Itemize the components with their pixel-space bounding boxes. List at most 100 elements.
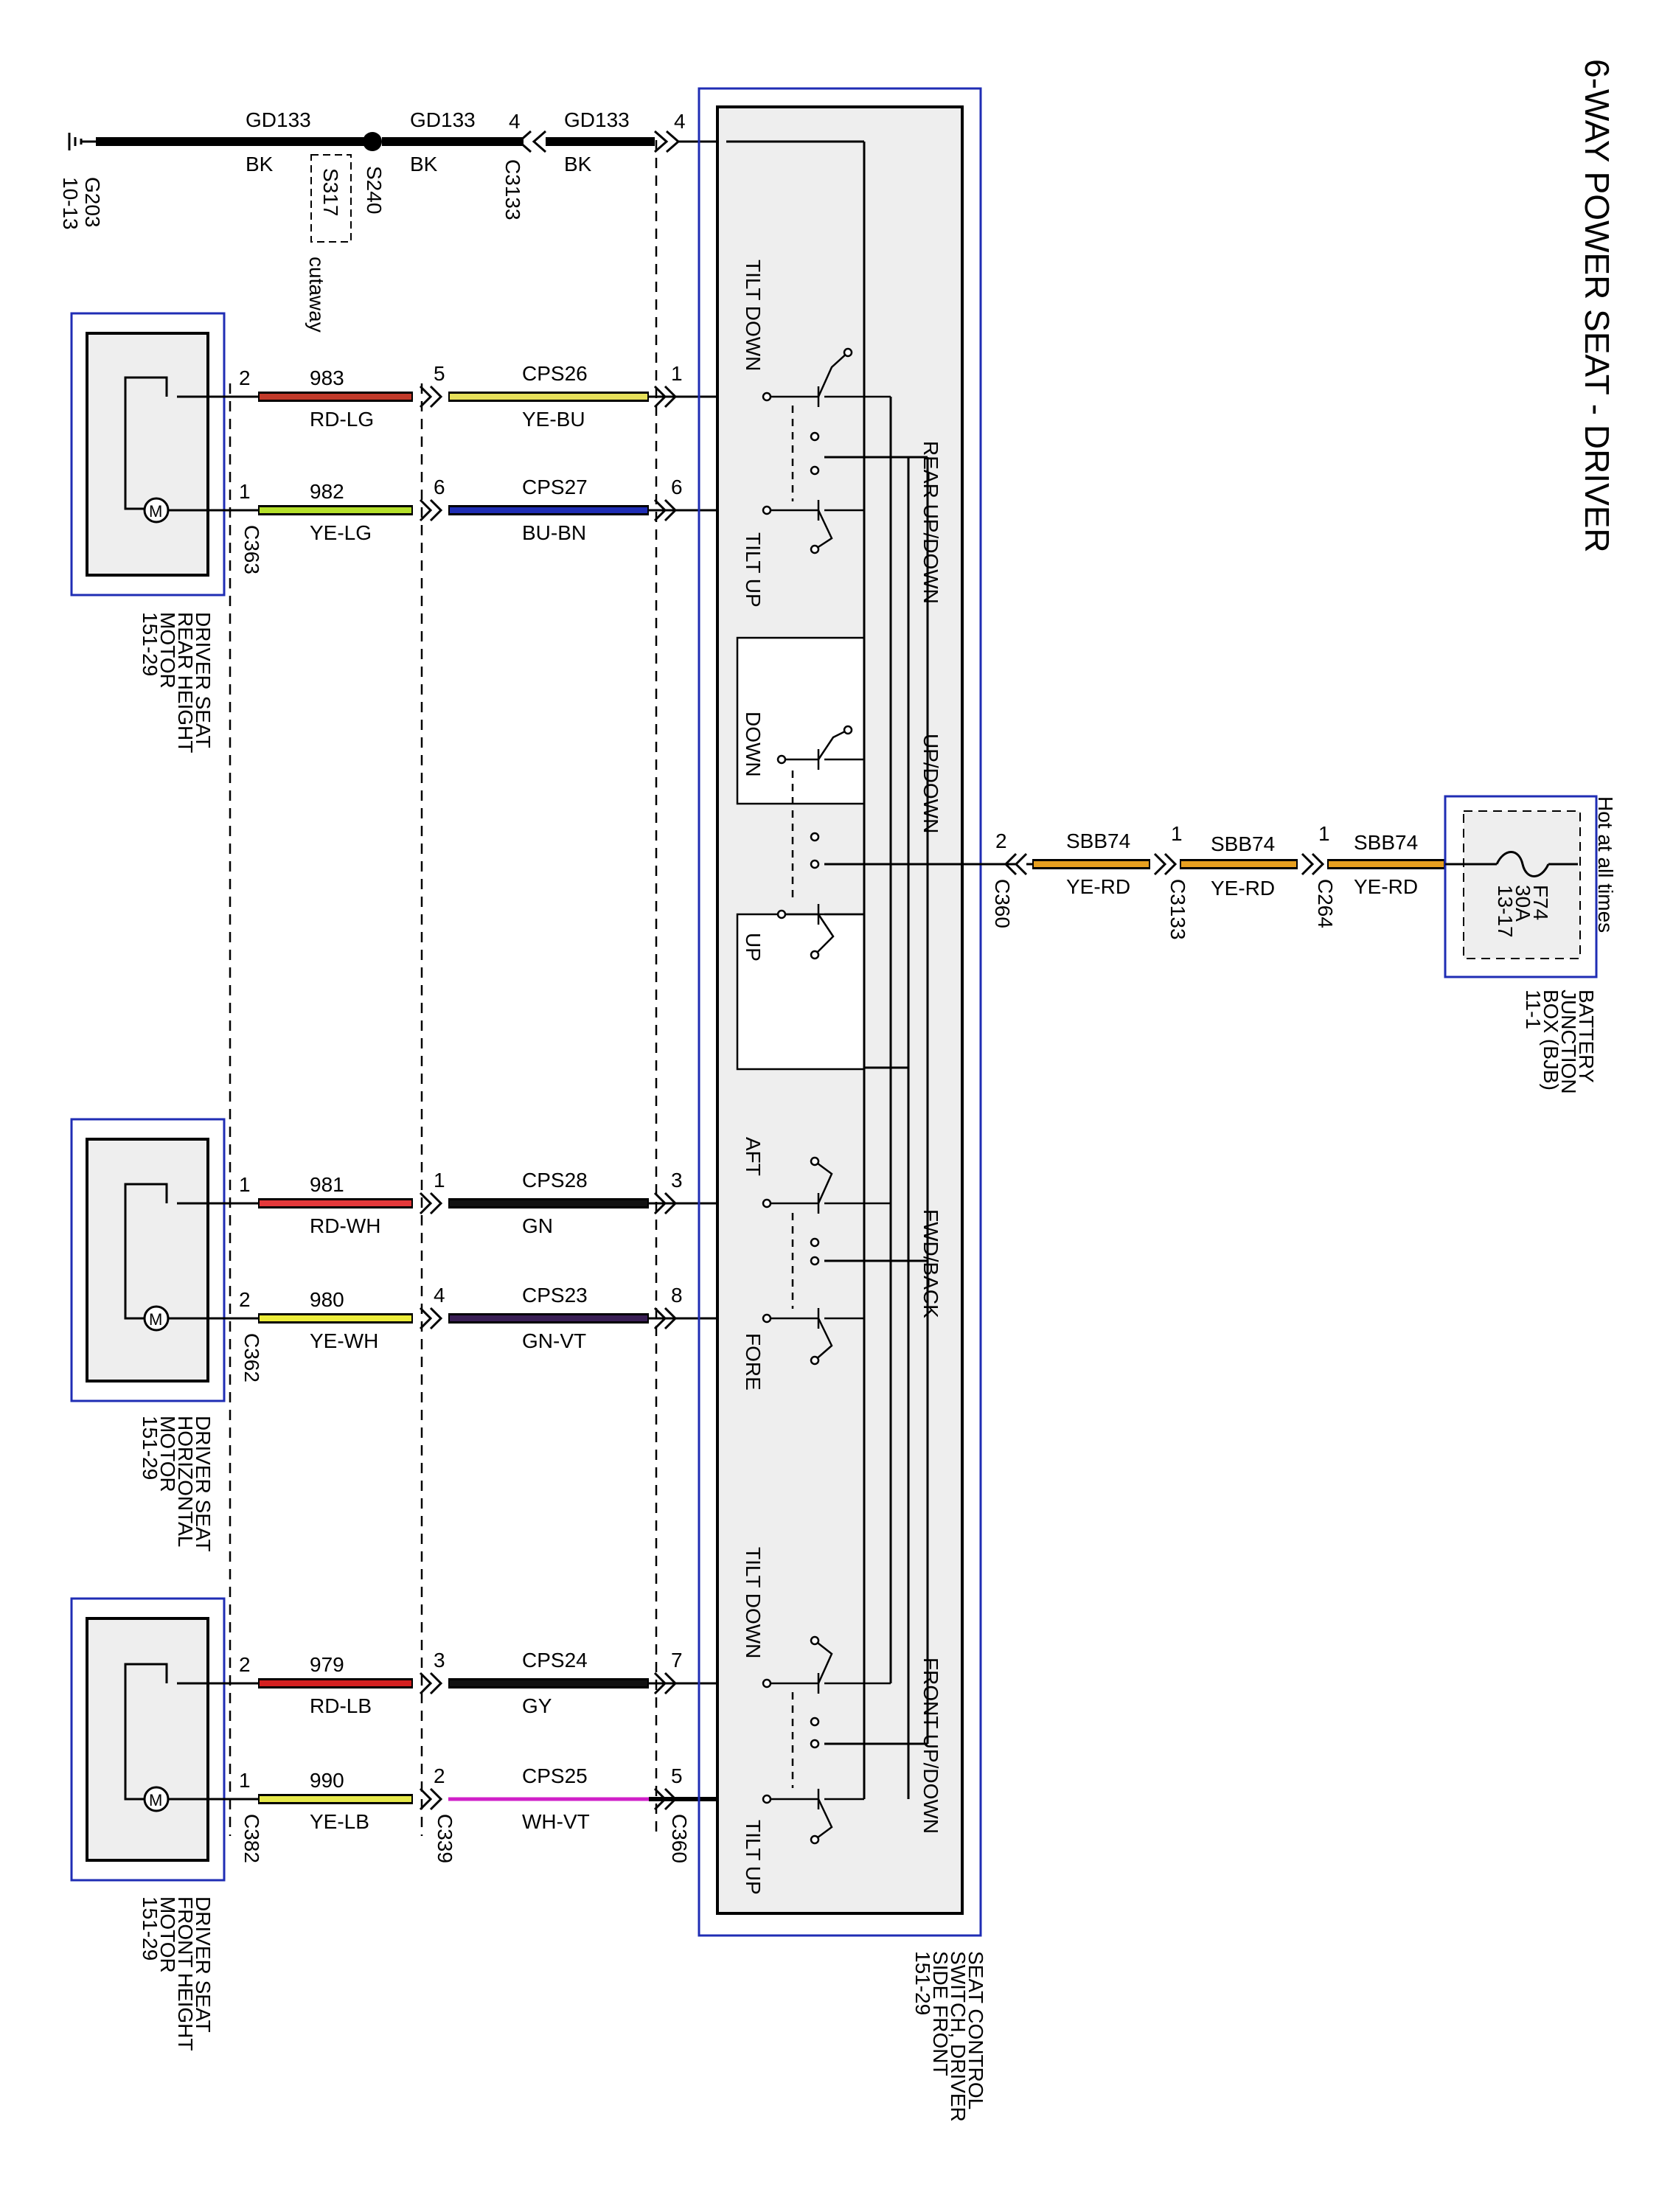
switch-name-3: SIDE FRONT bbox=[929, 1951, 952, 2076]
wire-row: 2 980 YE-WH 4 CPS23 GN-VT 8 bbox=[230, 1284, 748, 1352]
splice-dot bbox=[363, 132, 382, 151]
wire-row: 2 983 RD-LG 5 CPS26 YE-BU 1 bbox=[230, 362, 748, 431]
motor2-line3: MOTOR bbox=[156, 1416, 179, 1492]
motor-horizontal: M DRIVER SEAT HORIZONTAL MOTOR 151-29 C3… bbox=[70, 1118, 263, 1552]
motor1-name: DRIVER SEAT bbox=[192, 612, 215, 748]
gw2-color: BK bbox=[410, 153, 438, 175]
c3133-ground-name: C3133 bbox=[501, 159, 524, 220]
wire-col2: GN bbox=[522, 1214, 553, 1237]
hot-label: Hot at all times bbox=[1594, 796, 1617, 933]
bjb-line3: BOX (BJB) bbox=[1540, 990, 1562, 1091]
bjb-line2: JUNCTION bbox=[1557, 990, 1580, 1094]
switch-label-up: UP bbox=[742, 933, 765, 961]
pw3-circuit: SBB74 bbox=[1354, 831, 1418, 854]
pw2-color: YE-RD bbox=[1211, 877, 1275, 900]
wire-circ2: CPS25 bbox=[522, 1764, 588, 1787]
pw3-color: YE-RD bbox=[1354, 875, 1418, 898]
motor1-line3: MOTOR bbox=[156, 612, 179, 689]
gw1-color: BK bbox=[246, 153, 274, 175]
wire-spin: 3 bbox=[671, 1169, 683, 1192]
switch-group-fwd: FWD/BACK bbox=[919, 1209, 942, 1318]
wire-col2: WH-VT bbox=[522, 1810, 590, 1833]
s240-label: S240 bbox=[363, 166, 386, 214]
switch-group-updown: UP/DOWN bbox=[919, 734, 942, 833]
switch-ground-connector bbox=[654, 130, 681, 153]
wire-circ2: CPS26 bbox=[522, 362, 588, 385]
fuse-name: F74 bbox=[1529, 885, 1552, 920]
wire-mpin: 2 bbox=[239, 1653, 251, 1676]
pw1-connector: C360 bbox=[991, 879, 1014, 928]
s317-label: S317 bbox=[319, 168, 342, 216]
seat-control-switch: REAR UP/DOWN UP/DOWN FWD/BACK FRONT UP/D… bbox=[698, 87, 1006, 2122]
wire-spin: 5 bbox=[671, 1764, 683, 1787]
switch-ground-pin: 4 bbox=[674, 110, 686, 133]
switch-name-2: SWITCH, DRIVER bbox=[947, 1951, 970, 2122]
power-feed: 2 SBB74 YE-RD C360 1 SBB74 YE-RD C3133 1… bbox=[928, 822, 1445, 940]
wire-circ2: CPS24 bbox=[522, 1649, 588, 1672]
wire-mpin: 1 bbox=[239, 480, 251, 503]
ground-ref: 10-13 bbox=[59, 177, 82, 230]
wire-col1: YE-LG bbox=[310, 521, 372, 544]
switch-name-1: SEAT CONTROL bbox=[964, 1951, 987, 2110]
pw2-circuit: SBB74 bbox=[1211, 832, 1275, 855]
wire-row: 2 979 RD-LB 3 CPS24 GY 7 bbox=[230, 1649, 748, 1717]
c339-label: C339 bbox=[434, 1814, 456, 1863]
connector-boundaries bbox=[229, 140, 658, 1836]
motor3-line3: MOTOR bbox=[156, 1896, 179, 1973]
wire-spin: 7 bbox=[671, 1649, 683, 1672]
c3133-ground-pin: 4 bbox=[509, 110, 521, 133]
wire-c339pin: 5 bbox=[434, 362, 445, 385]
wire-mpin: 2 bbox=[239, 366, 251, 389]
motor-rear-height: M DRIVER SEAT REAR HEIGHT MOTOR 151-29 C… bbox=[70, 312, 263, 753]
svg-text:M: M bbox=[149, 1310, 162, 1329]
wire-circ2: CPS27 bbox=[522, 476, 588, 498]
wire-spin: 6 bbox=[671, 476, 683, 498]
wire-circ2: CPS28 bbox=[522, 1169, 588, 1192]
gw1-circuit: GD133 bbox=[246, 108, 311, 131]
wire-circ1: 990 bbox=[310, 1769, 344, 1792]
motor2-name: DRIVER SEAT bbox=[192, 1416, 215, 1552]
ground-name: G203 bbox=[81, 177, 104, 228]
wire-spin: 1 bbox=[671, 362, 683, 385]
switch-label-down: DOWN bbox=[742, 712, 765, 777]
pw3-pin: 1 bbox=[1318, 822, 1330, 845]
c360-label: C360 bbox=[668, 1814, 691, 1863]
wire-col2: YE-BU bbox=[522, 408, 585, 431]
switch-group-rear: REAR UP/DOWN bbox=[919, 441, 942, 604]
wire-row: 1 982 YE-LG 6 CPS27 BU-BN 6 bbox=[230, 476, 748, 544]
switch-group-front: FRONT UP/DOWN bbox=[919, 1658, 942, 1834]
wire-mpin: 1 bbox=[239, 1173, 251, 1196]
ground-section: G203 10-13 GD133 BK GD133 BK GD133 BK S2… bbox=[59, 108, 726, 333]
motor3-line2: FRONT HEIGHT bbox=[174, 1896, 197, 2051]
motor3-connector: C382 bbox=[240, 1814, 263, 1863]
wire-col1: YE-WH bbox=[310, 1329, 378, 1352]
diagram-title: 6-WAY POWER SEAT - DRIVER bbox=[1578, 59, 1616, 553]
wire-col1: RD-LB bbox=[310, 1694, 372, 1717]
wire-mpin: 1 bbox=[239, 1769, 251, 1792]
fuse-icon bbox=[1495, 851, 1550, 877]
wire-circ1: 980 bbox=[310, 1288, 344, 1311]
pw1-circuit: SBB74 bbox=[1066, 830, 1130, 852]
wire-col2: GY bbox=[522, 1694, 552, 1717]
motor2-connector: C362 bbox=[240, 1333, 263, 1382]
switch-label-fore: FORE bbox=[742, 1333, 765, 1391]
wire-c339pin: 3 bbox=[434, 1649, 445, 1672]
switch-label-tilt-up-rear: TILT UP bbox=[742, 532, 765, 608]
switch-label-tilt-down-front: TILT DOWN bbox=[742, 1547, 765, 1658]
motor3-ref: 151-29 bbox=[139, 1896, 161, 1961]
switch-label-tilt-up-front: TILT UP bbox=[742, 1820, 765, 1895]
wire-col1: RD-WH bbox=[310, 1214, 380, 1237]
wire-c339pin: 4 bbox=[434, 1284, 445, 1307]
switch-label-tilt-down-rear: TILT DOWN bbox=[742, 260, 765, 371]
wire-spin: 8 bbox=[671, 1284, 683, 1307]
cutaway-label: cutaway bbox=[305, 257, 328, 333]
switch-label-aft: AFT bbox=[742, 1137, 765, 1176]
gw3-circuit: GD133 bbox=[564, 108, 630, 131]
pw2-connector: C3133 bbox=[1166, 879, 1189, 940]
wire-col2: BU-BN bbox=[522, 521, 586, 544]
s317-box bbox=[310, 154, 352, 243]
motor1-connector: C363 bbox=[240, 525, 263, 574]
motor2-line2: HORIZONTAL bbox=[174, 1416, 197, 1547]
switch-contacts bbox=[762, 347, 891, 1845]
